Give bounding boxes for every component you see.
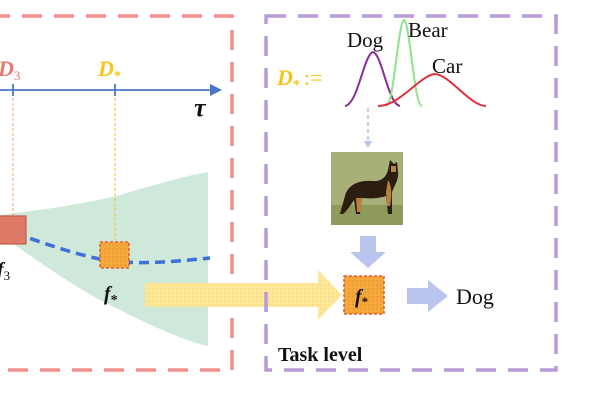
dstar-definition-main: D bbox=[276, 65, 293, 90]
fstar-box bbox=[343, 275, 385, 315]
fstar-box-label: f* bbox=[355, 286, 368, 309]
sample-connector-head bbox=[364, 141, 372, 148]
fstar-trajectory-box bbox=[99, 241, 130, 269]
curve-label-dog: Dog bbox=[347, 28, 384, 52]
section-label: Task level bbox=[278, 344, 363, 366]
left-panel: D3 D* τ f3 f* bbox=[0, 14, 234, 372]
f3-box bbox=[0, 215, 27, 245]
dstar-label-main: D bbox=[97, 56, 114, 81]
d3-label-sub: 3 bbox=[14, 68, 21, 83]
car-curve bbox=[377, 72, 487, 107]
fstar-trajectory-label: f* bbox=[104, 283, 118, 308]
down-arrow bbox=[350, 236, 386, 268]
output-arrow bbox=[407, 280, 448, 312]
dog-photo-ground bbox=[331, 205, 403, 225]
left-panel-border bbox=[0, 14, 234, 372]
dog-curve bbox=[344, 50, 401, 107]
f3-label: f3 bbox=[0, 259, 10, 283]
dstar-label-sub: * bbox=[114, 69, 121, 84]
tau-label: τ bbox=[194, 93, 207, 122]
curve-label-car: Car bbox=[432, 54, 462, 78]
fstar-trajectory-label-main: f bbox=[104, 283, 113, 305]
dog-markings bbox=[356, 166, 396, 212]
bear-curve bbox=[385, 18, 423, 107]
fstar-box-label-main: f bbox=[355, 286, 364, 308]
dog-photo-icon bbox=[331, 152, 403, 225]
fstar-trajectory-label-sub: * bbox=[111, 293, 118, 308]
right-panel-border bbox=[264, 14, 558, 372]
trajectory-line bbox=[0, 226, 211, 265]
tau-axis-arrowhead bbox=[210, 84, 222, 96]
curve-label-bear: Bear bbox=[408, 18, 448, 42]
dstar-definition-sub: * bbox=[293, 78, 300, 93]
dstar-definition-sign: := bbox=[304, 65, 323, 90]
dog-body bbox=[340, 160, 399, 214]
transfer-arrow bbox=[145, 270, 342, 320]
f3-label-main: f bbox=[0, 259, 6, 281]
d3-label: D3 bbox=[0, 56, 20, 83]
output-label: Dog bbox=[456, 284, 494, 309]
dstar-definition: D* := bbox=[276, 65, 322, 93]
right-panel: D*:= Dog Bear Car f* Dog Task level bbox=[264, 14, 558, 372]
d3-label-main: D bbox=[0, 56, 14, 81]
fstar-box-label-sub: * bbox=[362, 294, 369, 309]
dstar-label: D* bbox=[97, 56, 121, 84]
f3-label-sub: 3 bbox=[4, 268, 11, 283]
